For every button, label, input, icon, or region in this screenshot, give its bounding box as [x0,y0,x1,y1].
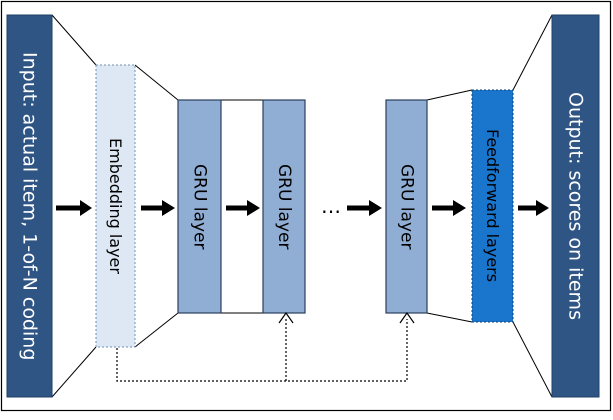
arrow-head-5 [453,200,466,216]
feedforward-block [471,89,514,323]
arrow-head-6 [536,200,549,216]
arrow-head-1 [80,200,92,216]
funnel-line-top-right [512,14,553,91]
skip-arrowhead-gru3 [399,311,415,324]
gru-block-1 [177,99,222,314]
funnel-line-top-left [51,14,97,66]
output-block [551,14,600,398]
gru-block-2 [262,99,306,314]
funnel-line-embed-gru-bottom [134,312,179,348]
forward-arrows [56,200,549,216]
outer-frame [0,0,612,412]
funnel-line-gru-ff-bottom [426,312,473,323]
input-block [6,14,53,398]
skip-arrowhead-gru2 [278,311,294,324]
funnel-line-bottom-right [512,321,553,398]
arrow-head-2 [162,200,175,216]
arrow-head-4 [369,200,382,216]
gru-block-3 [385,99,428,314]
funnel-line-bottom-left [51,346,97,398]
ellipsis-text: … [321,194,341,218]
arrow-head-3 [247,200,260,216]
funnel-line-gru-ff-top [426,89,473,101]
embedding-block [95,64,136,348]
embedding-skip-connection [116,319,408,382]
funnel-line-embed-gru-top [134,64,179,101]
skip-path-main [116,319,408,382]
